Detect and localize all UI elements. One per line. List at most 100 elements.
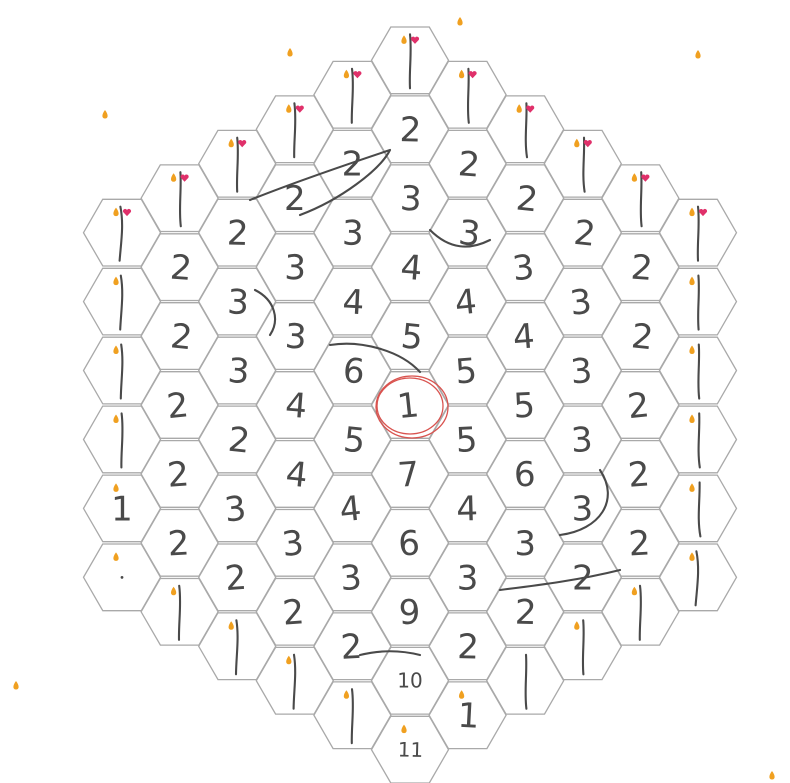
water-drop-icon (113, 207, 119, 217)
highlight-circle (375, 375, 449, 439)
cell-number: 2 (340, 627, 364, 668)
cell-number: 4 (511, 316, 536, 358)
cell-mark-one (694, 550, 700, 607)
water-drop-icon (689, 276, 695, 286)
water-drop-icon (458, 69, 465, 79)
freehand-scribbles (248, 148, 622, 657)
water-drop-icon (13, 681, 19, 690)
cell-mark-one (408, 33, 412, 90)
cell-number: 5 (341, 420, 367, 462)
cell-number: 4 (284, 385, 309, 427)
cell-number: 4 (399, 247, 424, 289)
cell-number: 5 (399, 316, 425, 358)
cell-number: 2 (284, 179, 306, 219)
cell-mark-one (697, 343, 701, 400)
cell-number: 4 (284, 454, 310, 496)
water-drop-icon (170, 586, 177, 596)
water-drop-icon (170, 173, 177, 182)
cell-number: 3 (284, 317, 308, 358)
cell-mark-one (177, 584, 182, 641)
heart-icon (468, 71, 477, 79)
cell-mark-one (696, 205, 700, 262)
cell-number: 6 (341, 351, 366, 393)
heart-icon (122, 208, 132, 217)
heart-icon (180, 174, 189, 182)
cell-number: 5 (512, 386, 536, 427)
heart-icon (526, 105, 535, 113)
cell-mark-one (235, 136, 239, 193)
cell-number: 3 (510, 247, 536, 289)
water-drop-icon (574, 621, 580, 630)
cell-mark-one (524, 102, 529, 159)
cell-number: 2 (342, 145, 364, 185)
cell-number: 3 (514, 524, 536, 564)
cell-mark-one (466, 67, 470, 124)
cell-number: 2 (572, 213, 598, 255)
cell-number: 9 (398, 593, 421, 634)
cell-number: 5 (454, 351, 479, 393)
cell-number: 3 (280, 523, 306, 565)
cell-number: 2 (399, 110, 422, 151)
water-drop-icon (689, 414, 695, 423)
cell-number: 2 (226, 213, 249, 254)
cell-number: 10 (397, 669, 422, 693)
heart-icon (238, 140, 247, 148)
water-drop-icon (769, 771, 775, 780)
cell-number: 3 (222, 489, 248, 531)
water-drop-icon (113, 345, 119, 355)
cell-number: 2 (628, 523, 652, 564)
water-drop-icon (343, 690, 350, 699)
cell-mark-one (697, 481, 702, 538)
cell-number: 2 (514, 178, 540, 220)
water-drop-icon (689, 345, 695, 355)
cell-mark-one (234, 619, 239, 676)
cell-number: 3 (571, 489, 594, 530)
water-drop-icon (343, 69, 350, 79)
water-drop-icon (516, 104, 522, 113)
water-drop-icon (457, 17, 463, 26)
drawn-marks: 1222222332322334432234654322345176910112… (111, 33, 708, 762)
cell-mark-one (697, 412, 701, 469)
cell-number: 2 (169, 247, 194, 289)
water-drop-icon (631, 173, 638, 182)
cell-number: 2 (626, 385, 652, 427)
hex-grid (82, 26, 738, 783)
heart-icon (410, 36, 420, 44)
cell-mark-one (118, 205, 124, 262)
cell-number: 1 (457, 696, 481, 737)
cell-mark-one (582, 136, 586, 193)
water-drop-icon (113, 483, 119, 492)
cell-mark-one (120, 412, 124, 469)
water-drop-icon (689, 207, 695, 217)
cell-number: 2 (627, 454, 652, 496)
cell-number: 5 (455, 420, 479, 461)
cell-number: 6 (397, 523, 421, 564)
cell-mark-dot (120, 575, 124, 579)
water-drop-icon (695, 50, 701, 59)
water-drop-icon (228, 621, 234, 630)
cell-number: 2 (223, 558, 248, 600)
cell-number: 7 (396, 454, 421, 496)
cell-mark-one (292, 653, 297, 710)
cell-number: 2 (457, 144, 482, 186)
heart-icon (353, 71, 362, 79)
water-drop-icon (689, 483, 695, 492)
cell-number: 3 (342, 213, 365, 254)
cell-number: 2 (165, 385, 191, 427)
heart-icon (641, 174, 650, 182)
water-drop-icon (286, 104, 292, 113)
cell-number: 2 (167, 523, 191, 564)
cell-number: 2 (629, 247, 654, 289)
cell-number: 11 (397, 737, 423, 762)
cell-number: 4 (453, 282, 479, 324)
cell-mark-one (638, 584, 642, 641)
cell-mark-one (350, 688, 354, 745)
cell-number: 3 (457, 213, 483, 255)
cell-number: 2 (169, 316, 195, 358)
water-drop-icon (113, 552, 119, 561)
water-drop-icon (574, 138, 580, 148)
cell-mark-one (697, 274, 700, 331)
cell-mark-one (293, 102, 297, 159)
cell-number: 3 (568, 282, 594, 324)
cell-number: 3 (569, 351, 594, 393)
